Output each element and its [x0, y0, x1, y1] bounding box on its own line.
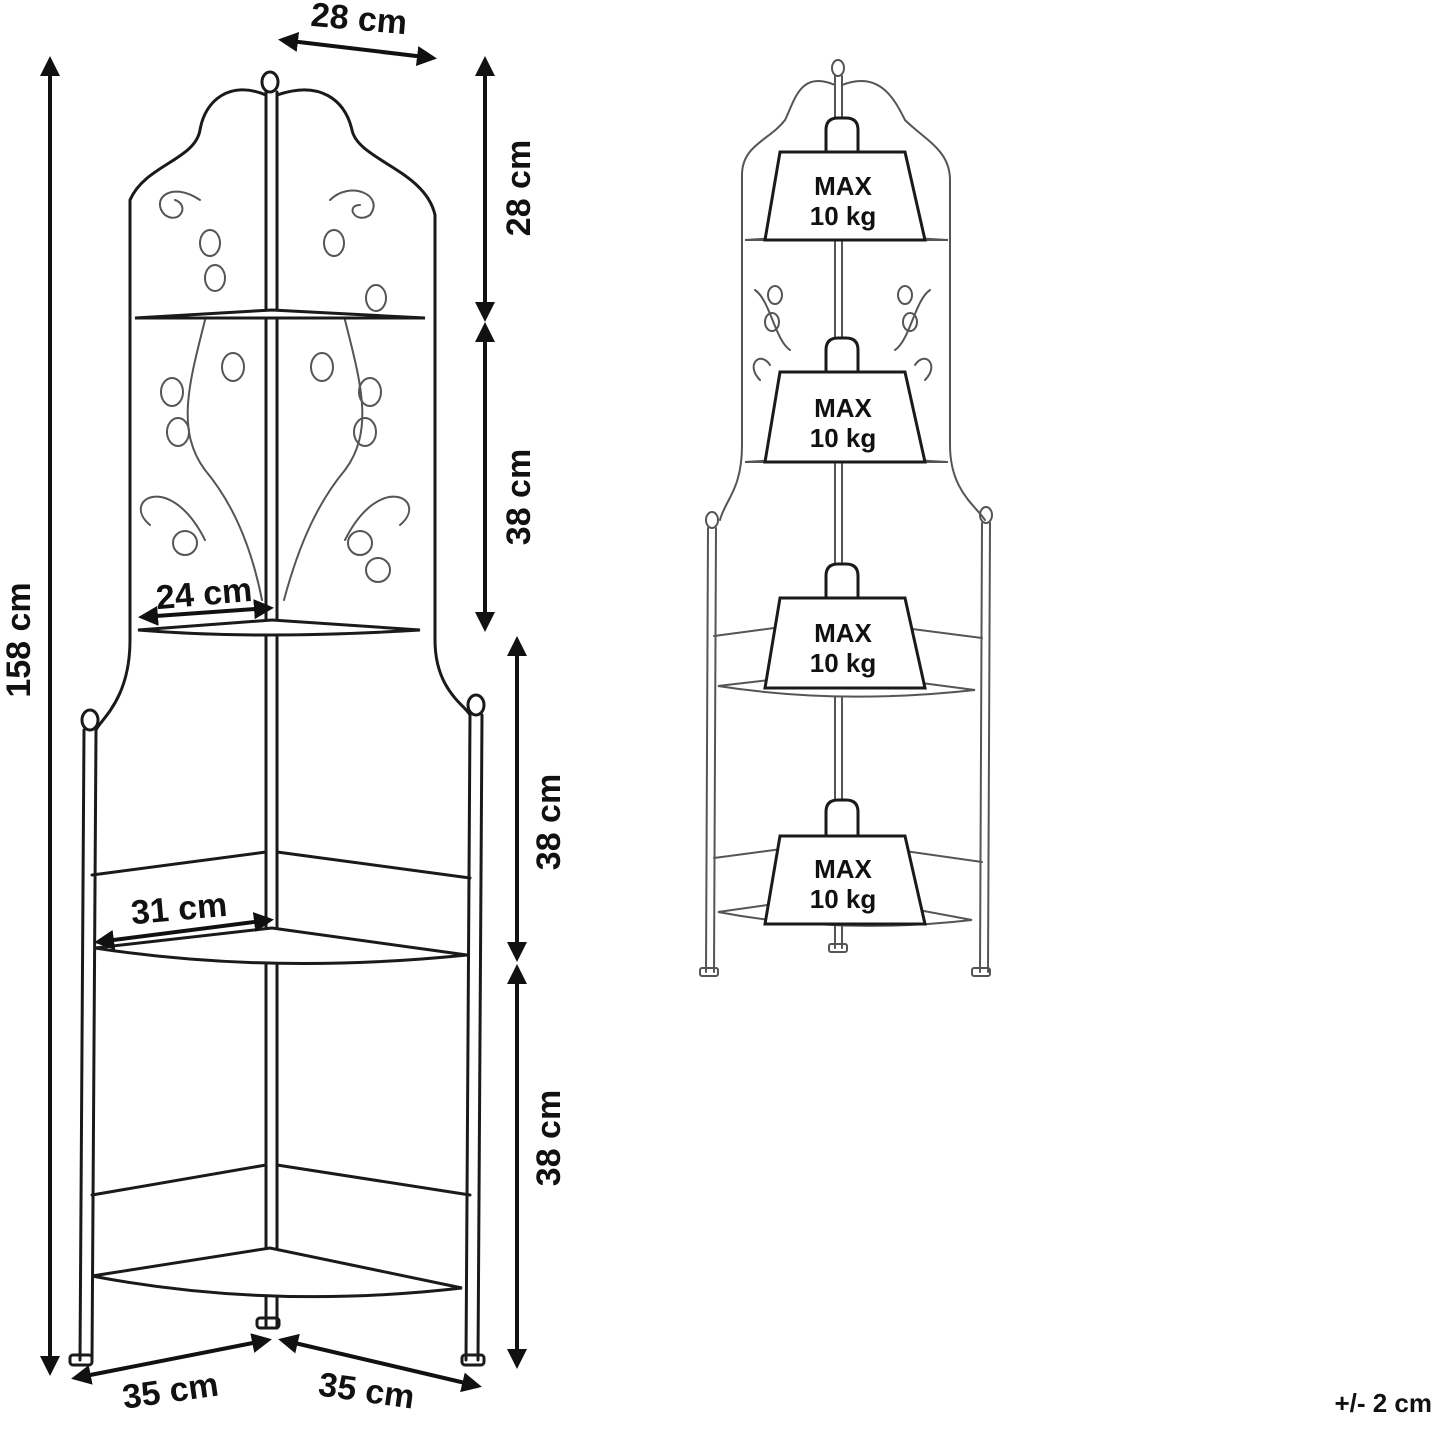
- shelf-1: [134, 308, 426, 320]
- bottom-section-label: 38 cm: [530, 1090, 568, 1186]
- weight-3: MAX 10 kg: [763, 562, 927, 690]
- upper-depth-label: 24 cm: [154, 571, 253, 617]
- shelf-2: [137, 618, 421, 637]
- weight-2-kg: 10 kg: [810, 423, 877, 453]
- weight-3-kg: 10 kg: [810, 648, 877, 678]
- top-width-label: 28 cm: [309, 0, 408, 42]
- shelf-drawing-left: [68, 70, 486, 1367]
- weight-3-max: MAX: [814, 618, 872, 648]
- weight-4: MAX 10 kg: [763, 798, 927, 926]
- weight-2: MAX 10 kg: [763, 336, 927, 464]
- lower-depth-arrow: [94, 912, 274, 950]
- shelf-4: [91, 1246, 463, 1299]
- weight-2-max: MAX: [814, 393, 872, 423]
- shelf-3: [94, 926, 468, 965]
- base-right-label: 35 cm: [316, 1366, 417, 1417]
- weight-1-max: MAX: [814, 171, 872, 201]
- total-height-label: 158 cm: [0, 582, 38, 697]
- base-left-arrow: [71, 1333, 272, 1385]
- lower-depth-label: 31 cm: [129, 886, 228, 932]
- upper-depth-arrow: [138, 599, 274, 626]
- weight-4-max: MAX: [814, 854, 872, 884]
- weight-1: MAX 10 kg: [763, 116, 927, 242]
- base-right-arrow: [278, 1333, 482, 1393]
- second-section-label: 38 cm: [500, 449, 538, 545]
- weight-4-kg: 10 kg: [810, 884, 877, 914]
- top-width-arrow: [278, 31, 437, 67]
- top-finial: [260, 70, 280, 94]
- base-left-label: 35 cm: [120, 1366, 221, 1417]
- top-section-label: 28 cm: [500, 140, 538, 236]
- tolerance-note: +/- 2 cm: [1334, 1388, 1432, 1418]
- third-section-label: 38 cm: [530, 774, 568, 870]
- weight-1-kg: 10 kg: [810, 201, 877, 231]
